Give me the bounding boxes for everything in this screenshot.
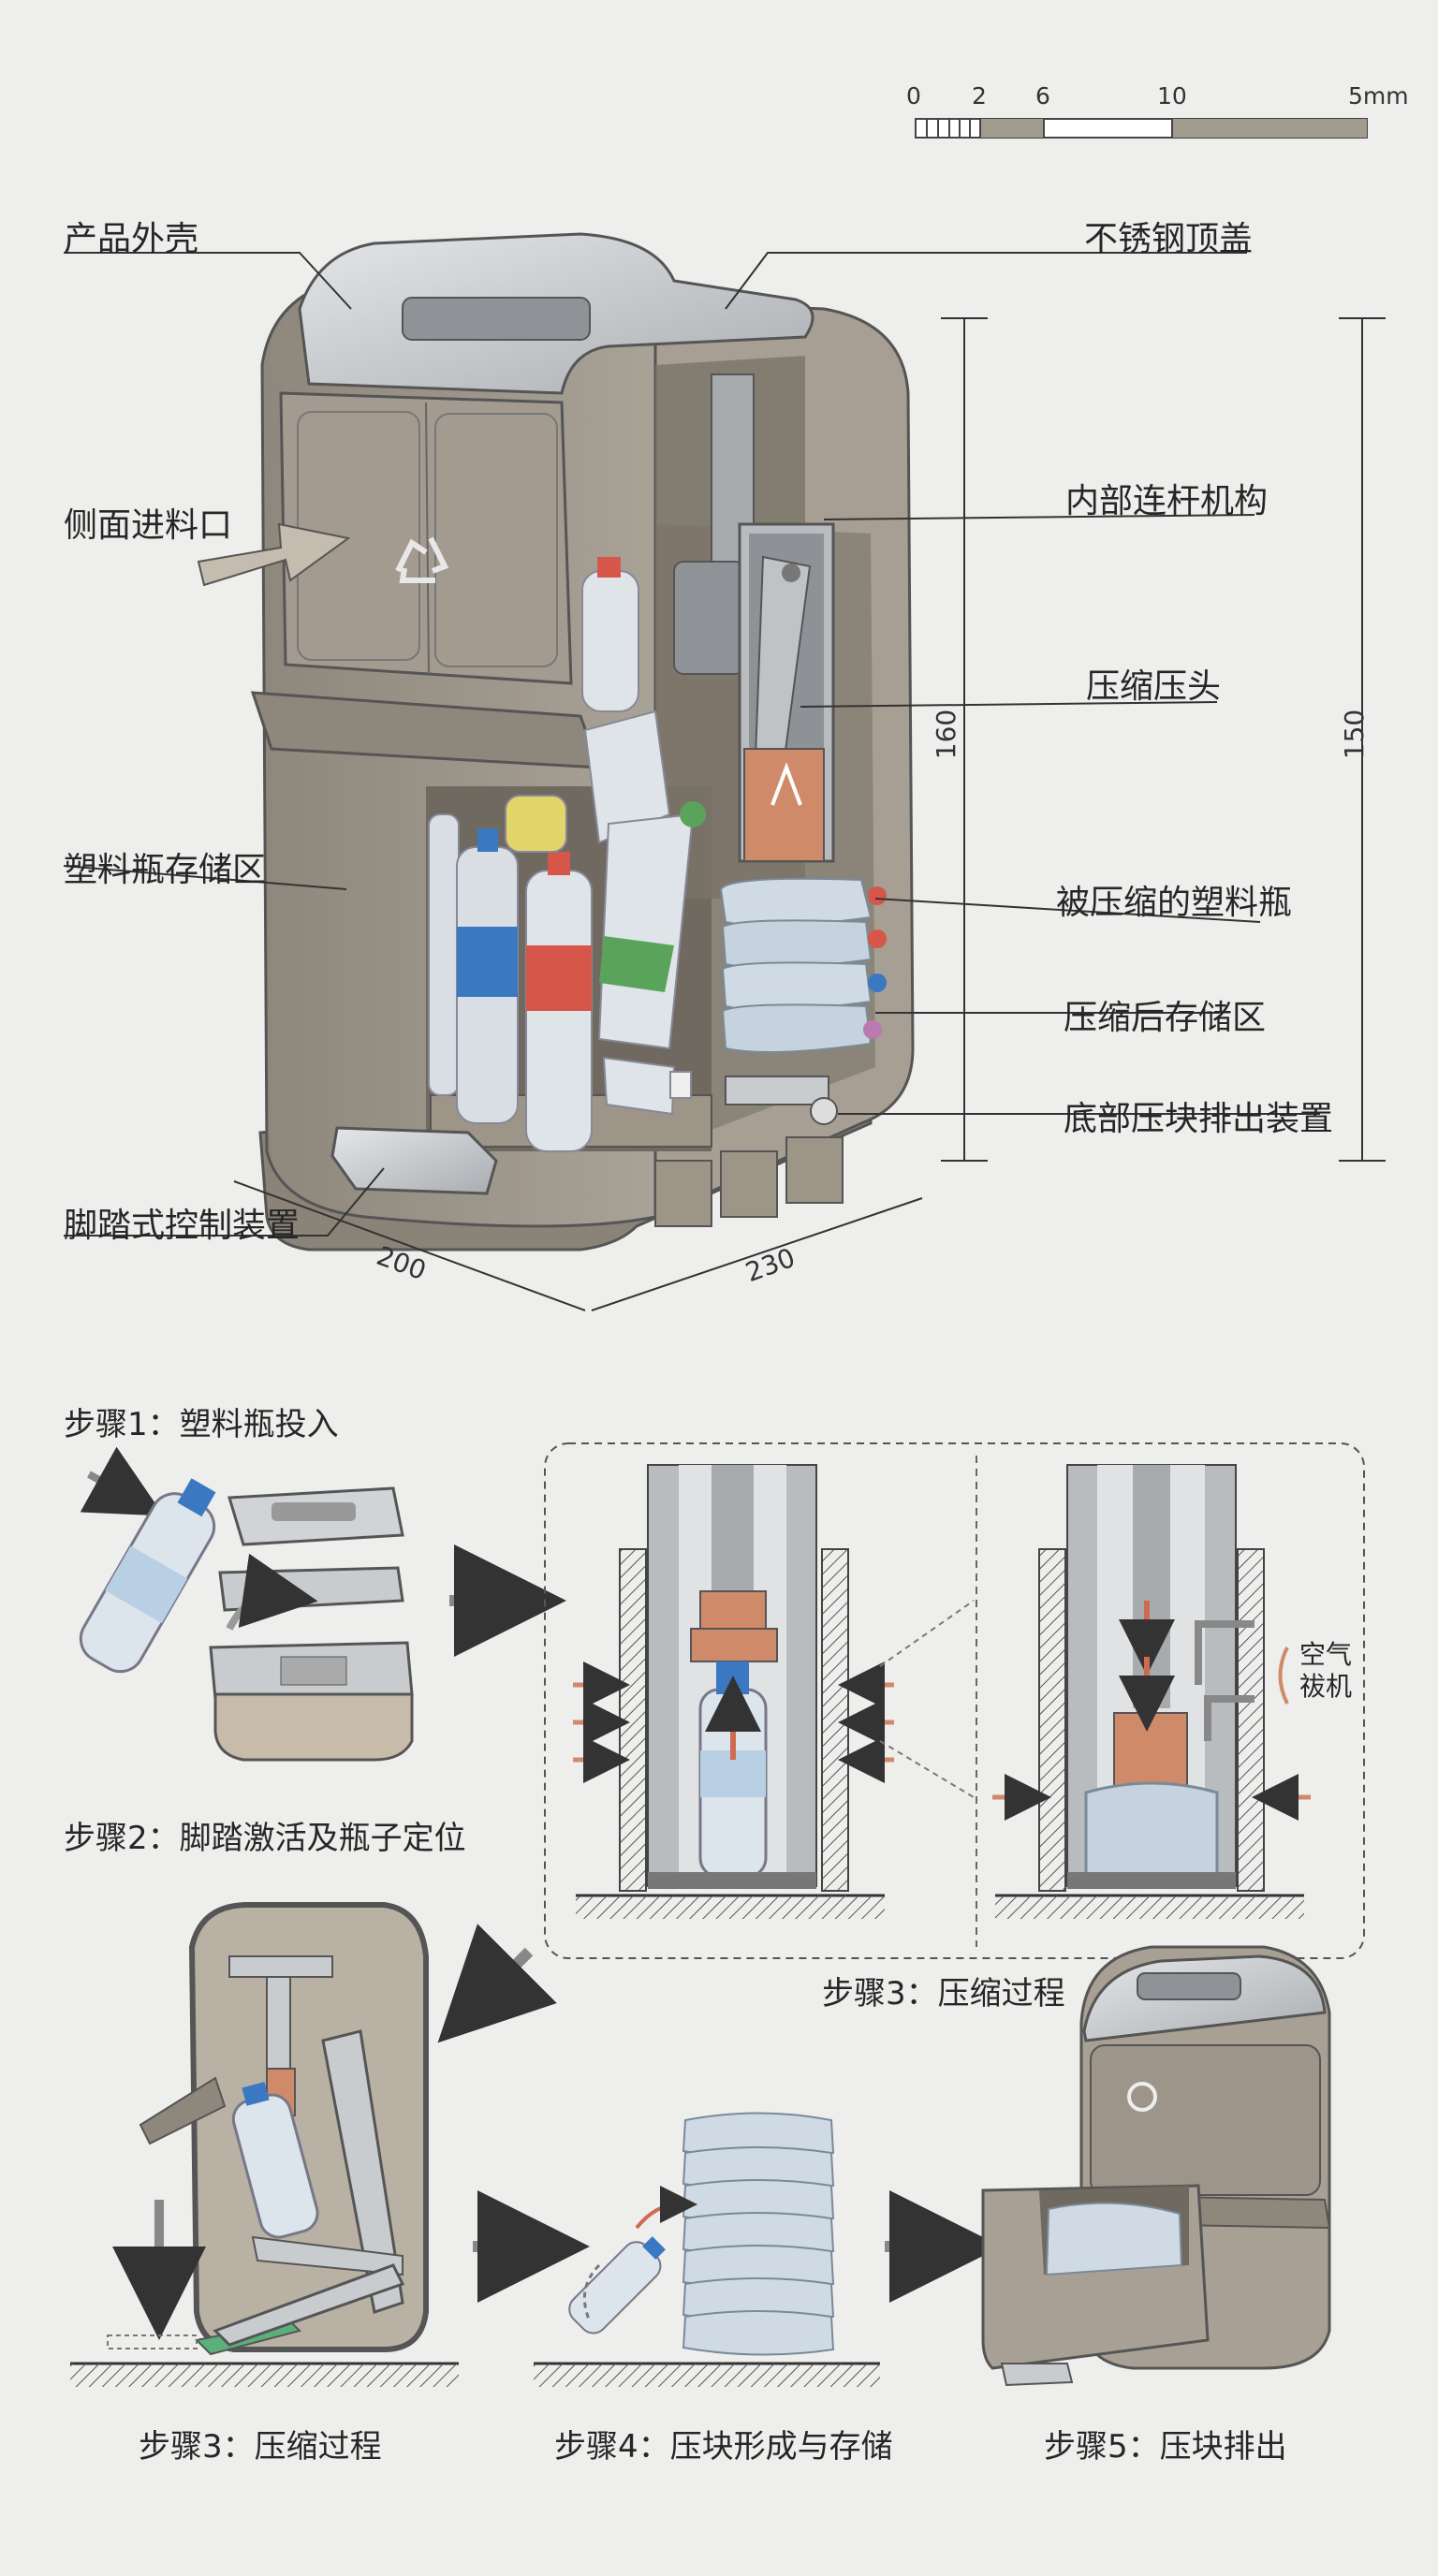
- step3-top-title: 步骤3：压缩过程: [822, 1975, 1065, 2012]
- recycle-icon: [395, 536, 449, 583]
- label-pedal: 脚踏式控制装置: [64, 1207, 301, 1245]
- dimension-lines: [233, 317, 1386, 1311]
- air-label-1: 空气: [1299, 1639, 1353, 1670]
- step5-title: 步骤5：压块排出: [1044, 2428, 1287, 2466]
- scale-tick-5mm: 5mm: [1348, 82, 1409, 110]
- scale-bar: [915, 118, 1368, 139]
- step3-bottom-title: 步骤3：压缩过程: [139, 2428, 382, 2466]
- plastic-bottles: [428, 557, 706, 1152]
- step4-title: 步骤4：压块形成与存储: [554, 2428, 893, 2466]
- label-press-head: 压缩压头: [1086, 667, 1222, 706]
- label-linkage: 内部连杆机构: [1065, 482, 1269, 520]
- leader-lines: [63, 252, 1320, 1237]
- dim-height-inner: 160: [931, 709, 962, 760]
- step5-illustration: [981, 1945, 1331, 2387]
- step3-panel: [544, 1442, 1365, 1959]
- label-bottle-storage: 塑料瓶存储区: [64, 851, 267, 889]
- step2-title: 步骤2：脚踏激活及瓶子定位: [64, 1820, 466, 1857]
- step1-illustration: [79, 1446, 566, 1762]
- label-side-inlet: 侧面进料口: [64, 506, 233, 545]
- label-shell: 产品外壳: [64, 220, 199, 258]
- dim-height-outer: 150: [1339, 709, 1371, 760]
- scale-tick-2: 2: [972, 82, 987, 110]
- scale-tick-10: 10: [1157, 82, 1187, 110]
- label-ejector: 底部压块排出装置: [1064, 1100, 1334, 1138]
- air-label-2: 祓机: [1299, 1671, 1353, 1702]
- label-compressed-storage: 压缩后存储区: [1064, 999, 1267, 1037]
- step2-illustration: [70, 1902, 590, 2387]
- scale-tick-6: 6: [1035, 82, 1050, 110]
- main-unit: [197, 232, 915, 1251]
- step1-title: 步骤1：塑料瓶投入: [64, 1406, 339, 1443]
- scale-tick-0: 0: [906, 82, 921, 110]
- step4-illustration: [534, 2112, 1002, 2387]
- label-compressed-bottle: 被压缩的塑料瓶: [1056, 884, 1293, 922]
- compressed-bottle-stack: [719, 877, 887, 1053]
- label-steel-lid: 不锈钢顶盖: [1084, 220, 1254, 258]
